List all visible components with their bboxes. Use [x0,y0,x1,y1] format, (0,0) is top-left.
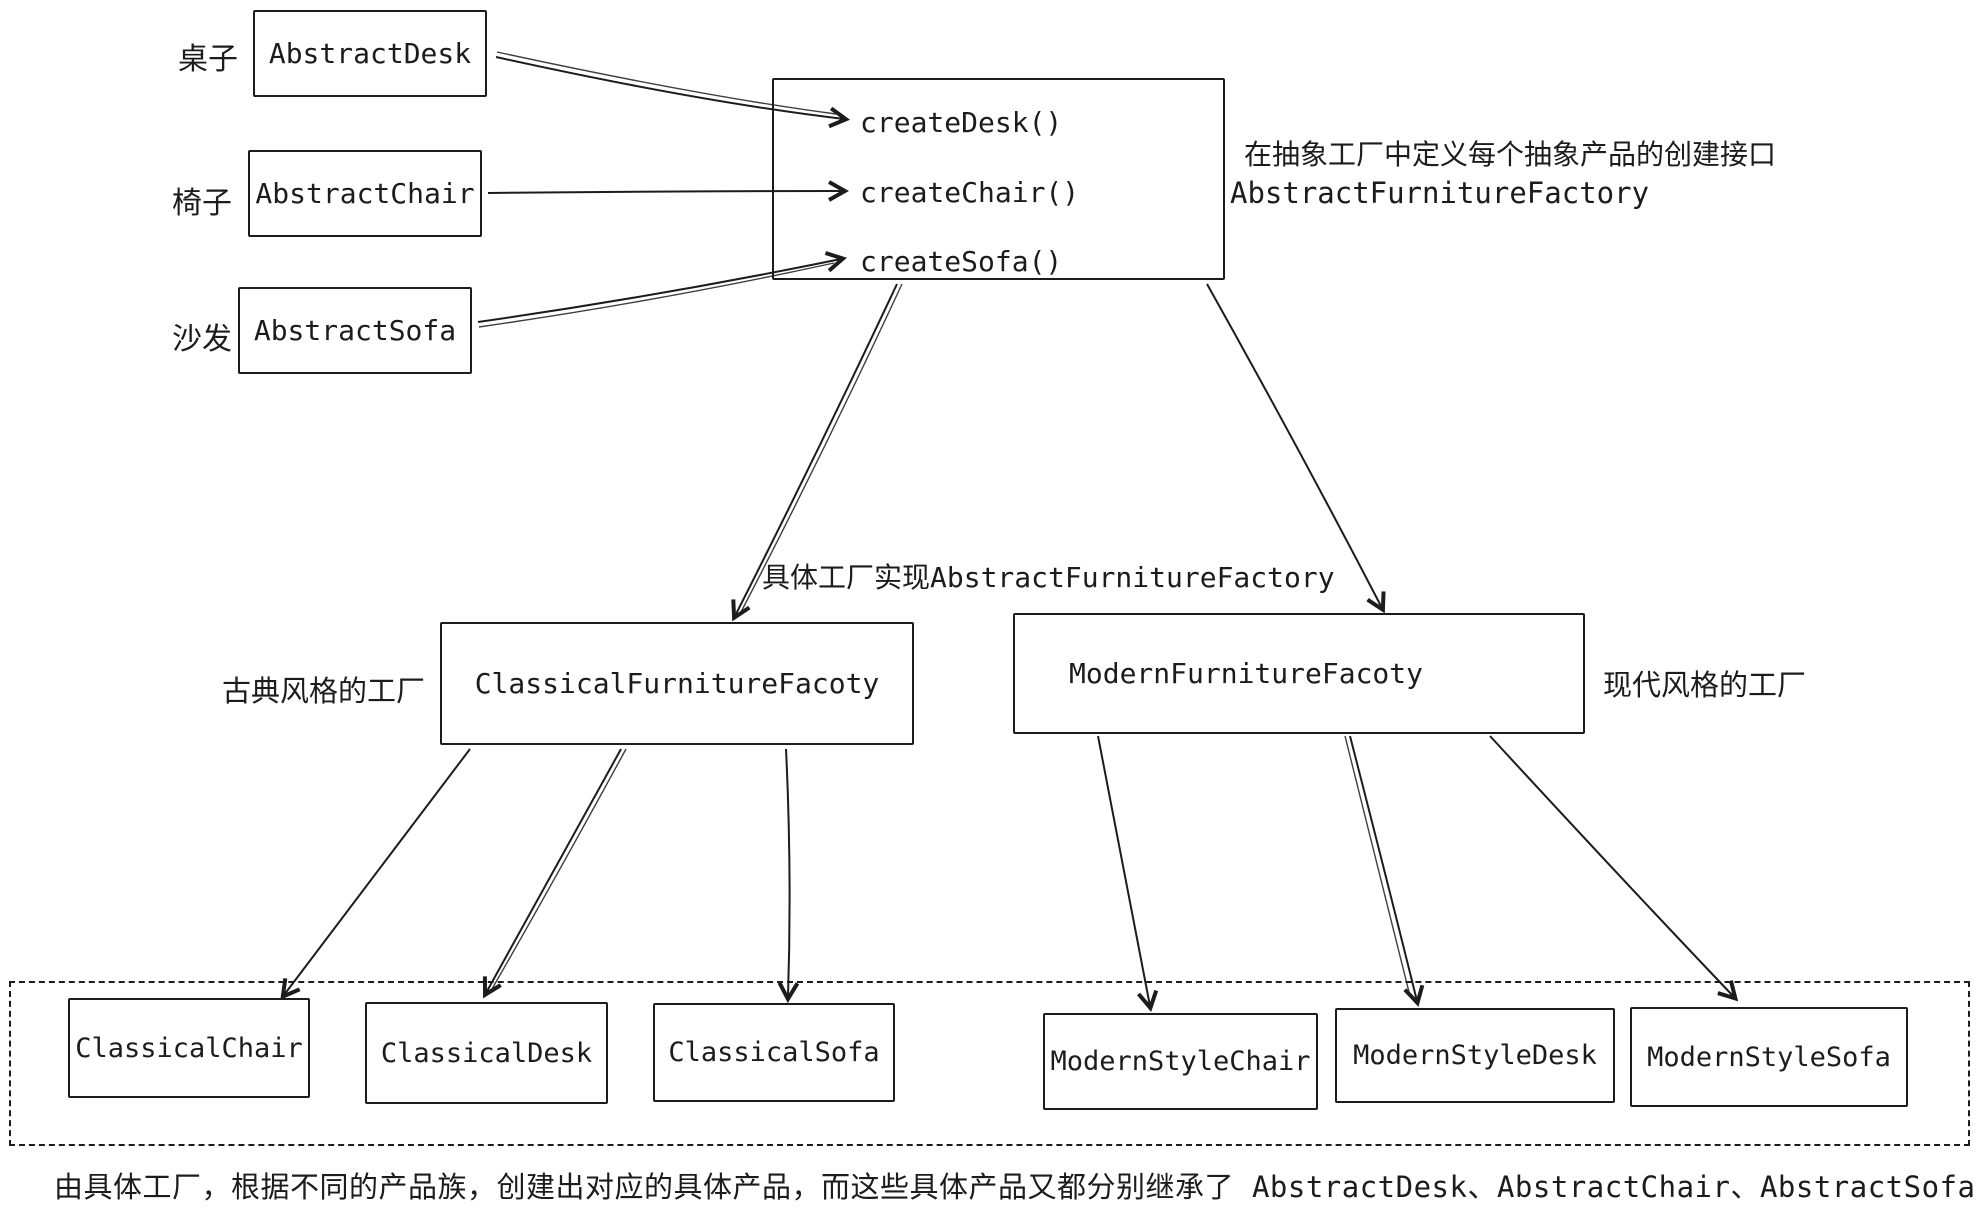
arrow-modern-to-chair [1097,735,1150,1006]
abstract-chair-box: AbstractChair [248,150,482,237]
modern-factory-box: ModernFurnitureFacoty [1013,613,1585,734]
classical-sofa-box: ClassicalSofa [653,1003,895,1102]
modern-factory-label: 现代风格的工厂 [1603,668,1807,702]
product-cn-label-desk: 桌子 [178,42,238,77]
method-create-chair: createChair() [860,176,1080,209]
product-cn-label-chair: 椅子 [172,186,232,221]
implements-note: 具体工厂实现AbstractFurnitureFactory [762,561,1335,594]
abstract-desk-box: AbstractDesk [253,10,487,97]
arrow-classical-to-desk-sketch [491,748,627,990]
method-create-desk: createDesk() [860,106,1063,139]
arrow-classical-to-desk [486,748,622,993]
arrow-modern-to-sofa [1489,735,1734,997]
classical-chair-box: ClassicalChair [68,998,310,1098]
caption: 由具体工厂，根据不同的产品族，创建出对应的具体产品，而这些具体产品又都分别继承了… [54,1170,1976,1204]
classical-factory-box: ClassicalFurnitureFacoty [440,622,914,745]
arrow-modern-to-desk [1349,735,1417,1001]
product-cn-label-sofa: 沙发 [172,322,232,357]
classical-desk-box: ClassicalDesk [365,1002,608,1104]
factory-annotation-line1: 在抽象工厂中定义每个抽象产品的创建接口 [1244,138,1777,171]
method-create-sofa: createSofa() [860,245,1063,278]
classical-factory-label: 古典风格的工厂 [222,674,426,708]
concrete-products-region [9,981,1970,1146]
modern-style-desk-box: ModernStyleDesk [1335,1008,1615,1103]
arrow-classical-to-sofa [786,748,790,997]
abstract-sofa-box: AbstractSofa [238,287,472,374]
arrow-modern-to-desk-sketch [1344,735,1411,997]
factory-annotation-line2: AbstractFurnitureFactory [1230,176,1650,210]
modern-style-sofa-box: ModernStyleSofa [1630,1007,1908,1107]
modern-style-chair-box: ModernStyleChair [1043,1013,1318,1110]
arrow-classical-to-chair [284,748,471,995]
